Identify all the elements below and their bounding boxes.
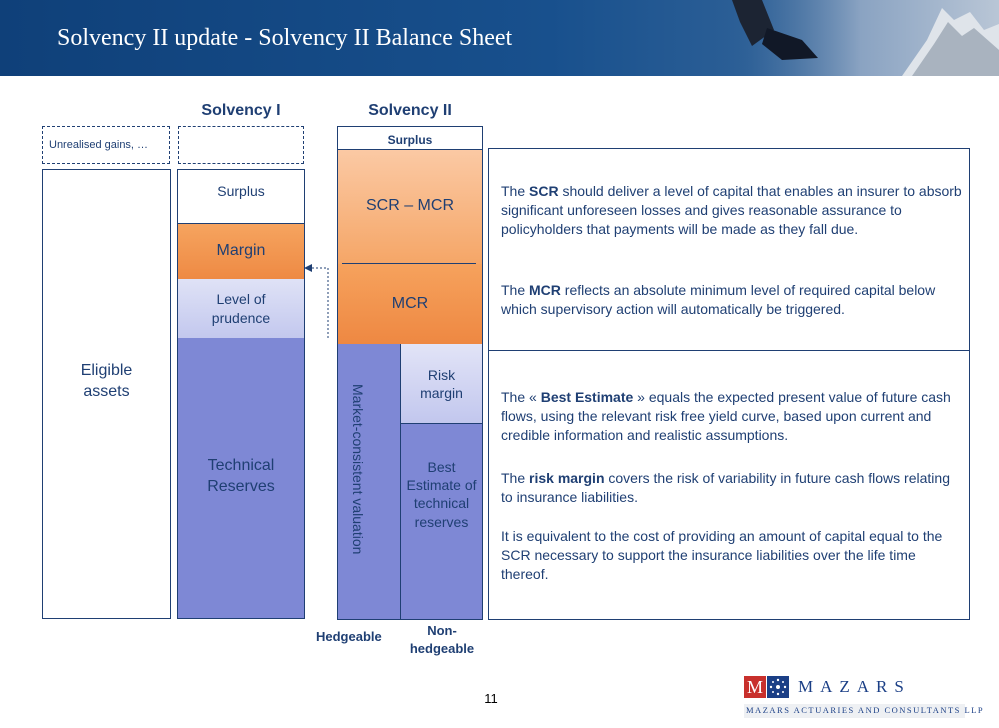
mcr-text-2: reflects an absolute minimum level of re…	[501, 282, 936, 317]
page-number: 11	[484, 691, 498, 706]
scr-mcr-description-panel: The SCR should deliver a level of capita…	[488, 148, 970, 351]
solvency1-dashed-box	[178, 126, 304, 164]
scr-mcr-divider	[342, 263, 476, 264]
hedgeable-label: Hedgeable	[316, 629, 382, 644]
s1-surplus: Surplus	[178, 170, 304, 223]
market-consistent-label: Market-consistent valuation	[350, 384, 366, 555]
s2-hedgeable-block: Market-consistent valuation	[338, 344, 401, 619]
best-estimate-description: The « Best Estimate » equals the expecte…	[501, 388, 963, 444]
s1-level-of-prudence: Level of prudence	[178, 279, 304, 338]
mazars-logo: M MAZARS MAZARS ACTUARIES AND CONSULTANT…	[744, 674, 983, 718]
logo-star-square	[767, 676, 789, 698]
solvency1-column: Surplus Margin Level of prudence Technic…	[177, 169, 305, 619]
risk-margin-term: risk margin	[529, 470, 605, 486]
logo-m-square: M	[744, 676, 766, 698]
s2-best-estimate: Best Estimate of technical reserves	[401, 424, 482, 619]
be-text-1: The «	[501, 389, 541, 405]
mcr-text-1: The	[501, 282, 530, 298]
solvency2-column: Surplus SCR – MCR MCR Market-consistent …	[337, 126, 483, 620]
solvency2-heading: Solvency II	[368, 102, 452, 119]
solvency1-heading: Solvency I	[201, 102, 281, 119]
logo-name: MAZARS	[798, 677, 911, 696]
rm-text-2: covers the risk of variability in future…	[501, 470, 950, 505]
best-estimate-term: Best Estimate	[540, 389, 634, 405]
mcr-description: The MCR reflects an absolute minimum lev…	[501, 281, 963, 319]
logo-sub-band	[744, 704, 965, 718]
s2-scr-mcr: SCR – MCR	[338, 149, 482, 264]
s2-risk-margin: Risk margin	[401, 344, 482, 424]
rm-text-1: The	[501, 470, 530, 486]
header-photo	[722, 0, 999, 76]
unrealised-gains-label: Unrealised gains, …	[49, 139, 149, 151]
scr-term: SCR	[529, 183, 559, 199]
s1-technical-reserves: Technical Reserves	[178, 338, 304, 618]
cost-of-capital-description: It is equivalent to the cost of providin…	[501, 528, 943, 582]
mcr-term: MCR	[529, 282, 561, 298]
star-icon	[769, 678, 787, 696]
scr-description: The SCR should deliver a level of capita…	[501, 182, 963, 238]
reserves-description-panel: The « Best Estimate » equals the expecte…	[488, 350, 970, 620]
s1-margin: Margin	[178, 223, 304, 279]
prudence-arrow	[304, 264, 329, 338]
eligible-assets-box: Eligible assets	[42, 169, 171, 619]
eligible-assets-label: Eligible assets	[80, 362, 133, 400]
logo-subtitle: MAZARS ACTUARIES AND CONSULTANTS LLP	[746, 705, 985, 715]
risk-margin-description: The risk margin covers the risk of varia…	[501, 469, 963, 507]
be-text-2: » equals the expected present value of f…	[501, 389, 951, 443]
unrealised-gains-box: Unrealised gains, …	[42, 126, 170, 164]
page-title: Solvency II update - Solvency II Balance…	[57, 25, 513, 51]
scr-text-1: The	[501, 183, 530, 199]
s2-mcr: MCR	[338, 264, 482, 344]
non-hedgeable-label: Non-hedgeable	[409, 623, 475, 656]
scr-text-2: should deliver a level of capital that e…	[501, 183, 962, 237]
s2-surplus: Surplus	[338, 127, 482, 149]
